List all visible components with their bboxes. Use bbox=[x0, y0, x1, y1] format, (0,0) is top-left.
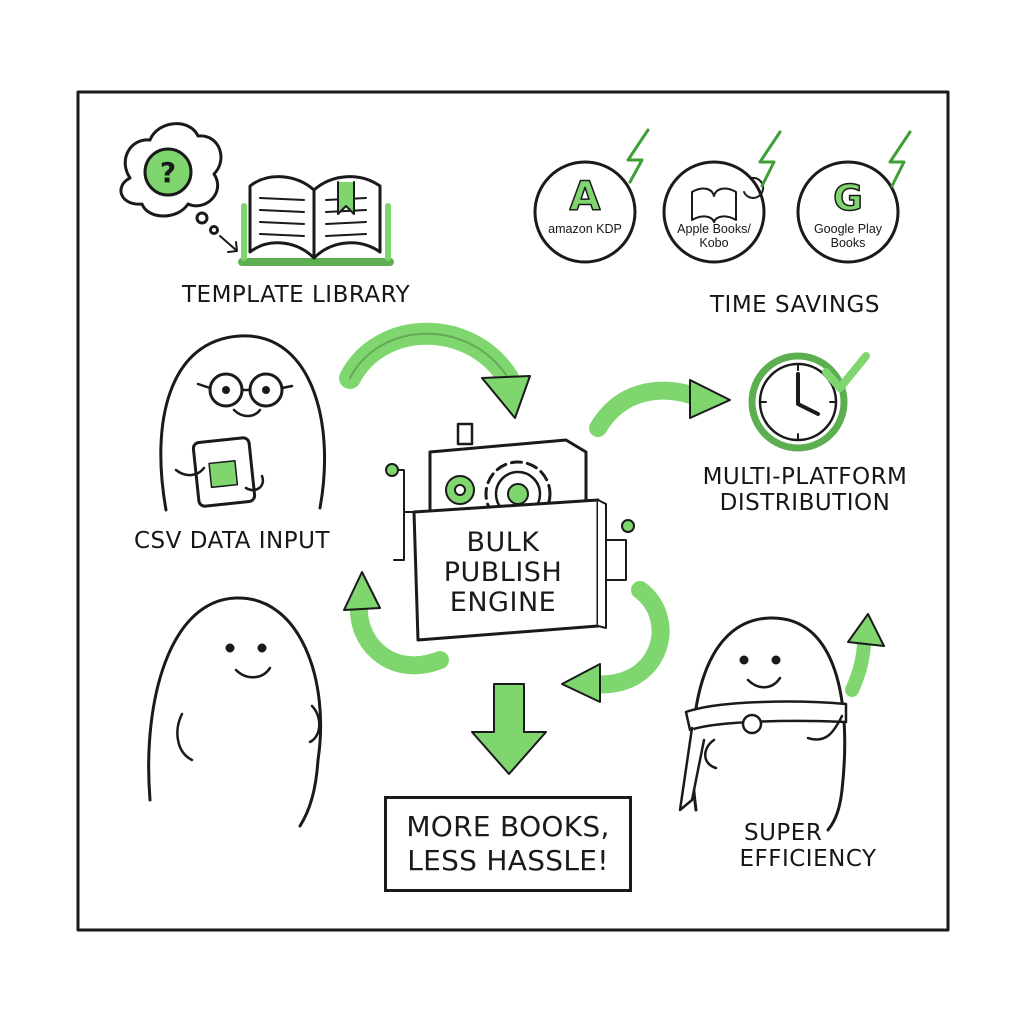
slogan-box: MORE BOOKS, LESS HASSLE! bbox=[384, 796, 632, 892]
engine-label: BULK PUBLISH ENGINE bbox=[420, 527, 586, 619]
apple-kobo-badge bbox=[662, 130, 782, 264]
engine-label-line1: BULK bbox=[466, 527, 540, 558]
down-arrow bbox=[471, 683, 547, 775]
gear-small-icon bbox=[445, 475, 475, 505]
outer-frame bbox=[76, 90, 950, 932]
platform-name-amazon: amazon KDP bbox=[548, 222, 622, 236]
clock-icon bbox=[748, 352, 870, 452]
open-book-icon bbox=[238, 175, 394, 266]
cycle-arrow-right bbox=[561, 581, 670, 703]
platform-name-apple-line1: Apple Books/ bbox=[677, 222, 751, 236]
engine-label-line2: PUBLISH bbox=[443, 557, 563, 589]
google-play-badge bbox=[796, 130, 912, 264]
amazon-letter: A bbox=[570, 174, 601, 220]
thought-bubble-icon bbox=[119, 122, 238, 253]
label-super-line1: SUPER bbox=[744, 820, 823, 846]
arrow-library-to-engine bbox=[339, 322, 531, 419]
amazon-kdp-badge bbox=[533, 128, 650, 264]
superhero-character bbox=[678, 613, 885, 832]
slogan-line1: MORE BOOKS, bbox=[406, 810, 610, 844]
cycle-arrow-left bbox=[343, 571, 449, 675]
platform-name-google-line1: Google Play bbox=[813, 222, 883, 236]
engine-machine bbox=[385, 422, 635, 642]
engine-label-line3: ENGINE bbox=[449, 587, 557, 619]
label-super-line2: EFFICIENCY bbox=[739, 846, 877, 873]
label-csv-data-input: CSV DATA INPUT bbox=[134, 528, 331, 554]
arrow-engine-to-distribution bbox=[589, 379, 731, 437]
smiling-character-left bbox=[147, 596, 323, 828]
platform-name-google: Google Play Books bbox=[804, 222, 892, 251]
label-multi-platform-line1: MULTI-PLATFORM bbox=[702, 464, 908, 490]
question-mark: ? bbox=[160, 156, 176, 189]
platform-name-apple-line2: Kobo bbox=[699, 236, 729, 251]
platform-name-apple: Apple Books/ Kobo bbox=[670, 222, 758, 251]
google-letter: G bbox=[833, 178, 863, 219]
nerd-character bbox=[159, 334, 327, 512]
label-time-savings: TIME SAVINGS bbox=[710, 292, 880, 318]
slogan-line2: LESS HASSLE! bbox=[407, 844, 609, 877]
label-super-efficiency: SUPER EFFICIENCY bbox=[718, 820, 898, 873]
platform-name-google-line2: Books bbox=[830, 236, 866, 251]
label-template-library: TEMPLATE LIBRARY bbox=[182, 282, 411, 308]
label-multi-platform: MULTI-PLATFORM DISTRIBUTION bbox=[700, 464, 910, 517]
label-multi-platform-line2: DISTRIBUTION bbox=[719, 490, 891, 517]
